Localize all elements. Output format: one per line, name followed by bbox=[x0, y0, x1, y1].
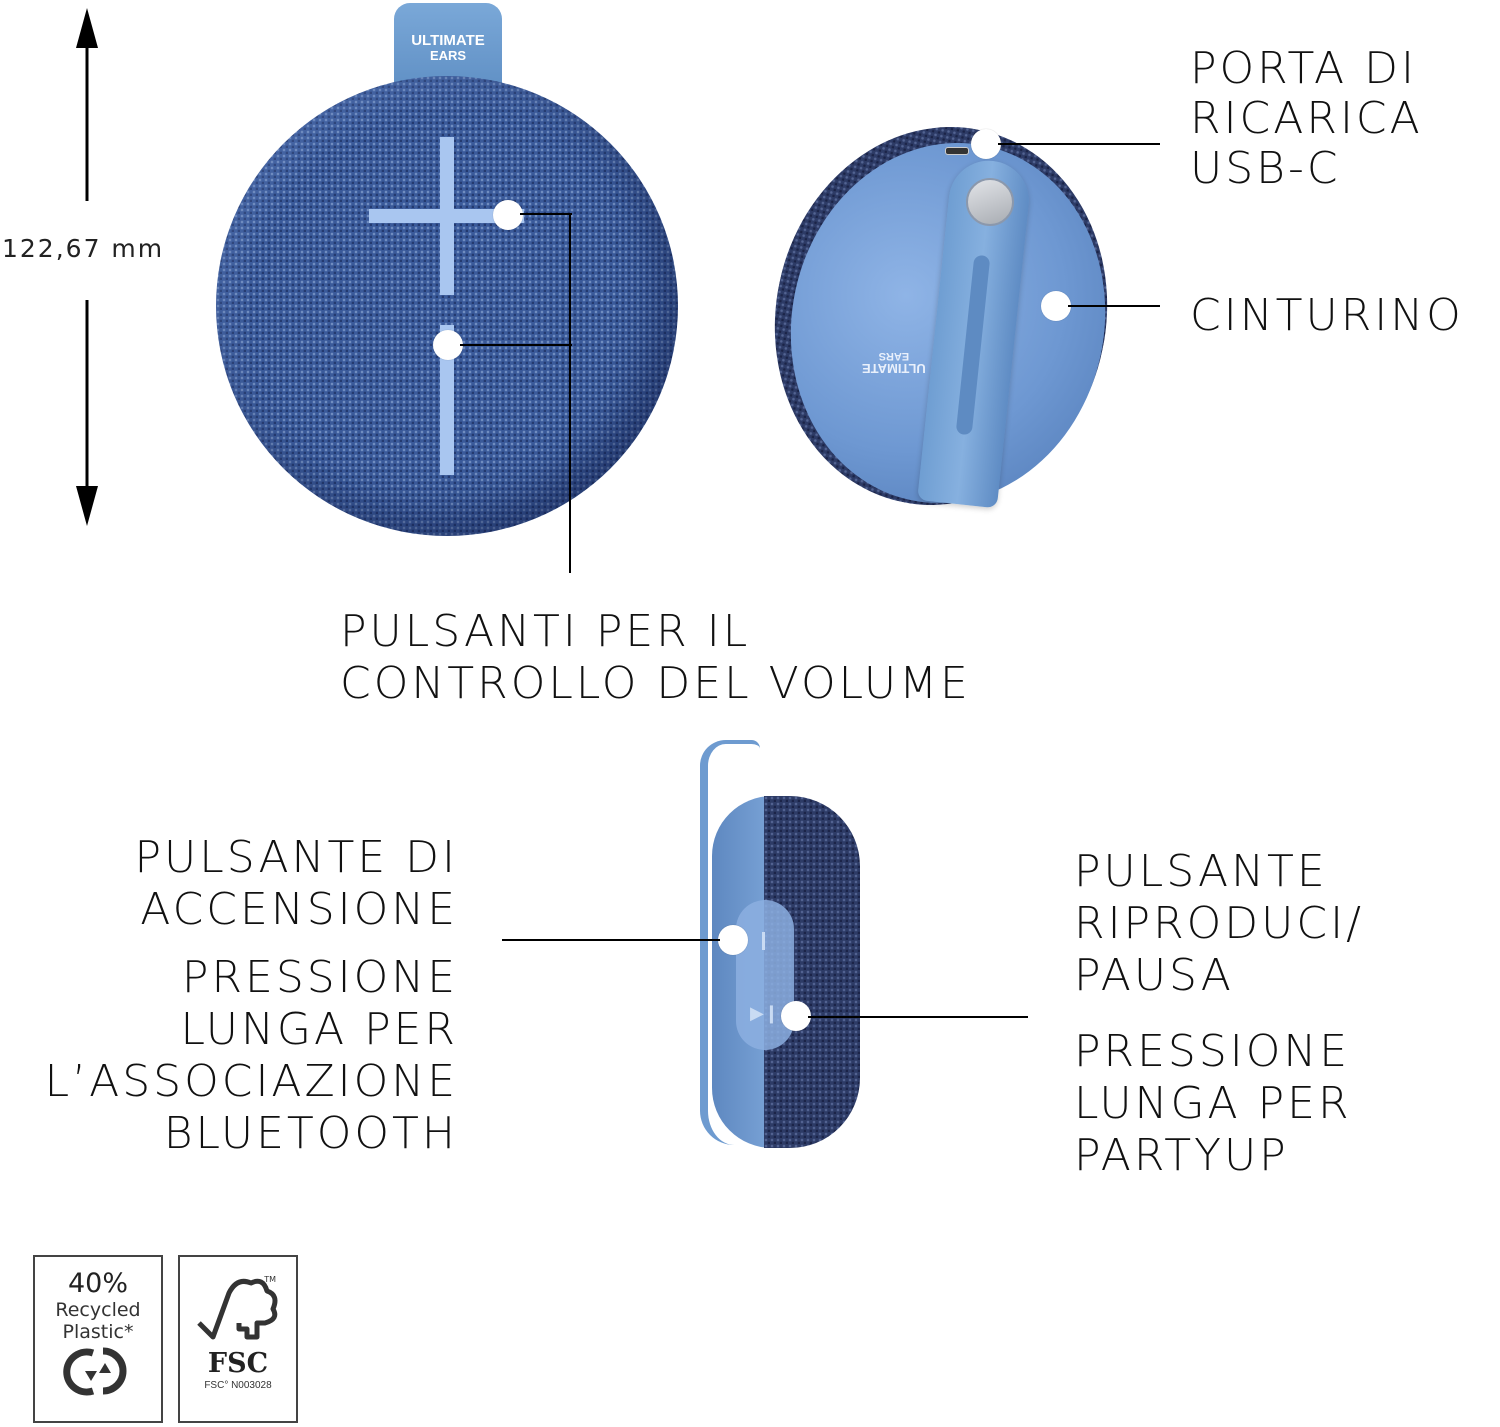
recycled-text-2: Plastic* bbox=[62, 1321, 134, 1343]
button-panel bbox=[736, 900, 794, 1050]
power-button-marker bbox=[718, 925, 748, 955]
strap-label: CINTURINO bbox=[1190, 290, 1464, 341]
volume-up-marker bbox=[493, 200, 523, 230]
fsc-badge: TM FSC FSC° N003028 bbox=[178, 1255, 298, 1423]
recycled-percent: 40% bbox=[67, 1268, 128, 1299]
usb-port-marker bbox=[971, 129, 1001, 159]
fsc-tree-check-icon bbox=[197, 1278, 278, 1340]
fsc-title: FSC bbox=[207, 1348, 269, 1379]
leader-line-volume-up bbox=[520, 213, 572, 215]
height-dimension-label: 122,67 mm bbox=[2, 234, 165, 263]
usb-port-label: PORTA DI RICARICA USB-C bbox=[1190, 43, 1423, 194]
leader-line-volume-vertical bbox=[569, 213, 571, 573]
strap-screw bbox=[966, 178, 1014, 226]
fsc-code: FSC° N003028 bbox=[204, 1380, 272, 1391]
brand-tag-text-1: ULTIMATE bbox=[411, 32, 485, 49]
play-pause-icon[interactable]: ▶❙ bbox=[750, 1003, 779, 1024]
side-strap[interactable] bbox=[700, 740, 760, 1145]
play-pause-marker bbox=[781, 1001, 811, 1031]
leader-line-play-pause bbox=[808, 1016, 1028, 1018]
leader-line-strap bbox=[1068, 305, 1160, 307]
play-pause-label: PULSANTE RIPRODUCI/ PAUSA PRESSIONE LUNG… bbox=[1074, 846, 1364, 1181]
usb-c-port[interactable] bbox=[945, 147, 969, 155]
recycled-plastic-badge: 40% Recycled Plastic* bbox=[33, 1255, 163, 1423]
arrow-up-icon bbox=[76, 8, 98, 526]
back-logo: ULTIMATE EARS bbox=[862, 350, 926, 376]
brand-tag-text-2: EARS bbox=[429, 48, 467, 63]
fsc-trademark: TM bbox=[264, 1275, 276, 1284]
volume-down-icon[interactable] bbox=[440, 325, 454, 475]
power-button-label: PULSANTE DI ACCENSIONE PRESSIONE LUNGA P… bbox=[44, 832, 458, 1159]
volume-down-marker bbox=[433, 330, 463, 360]
recycled-text-1: Recycled bbox=[55, 1299, 141, 1321]
recycle-icon bbox=[63, 1347, 127, 1396]
leader-line-power bbox=[502, 939, 720, 941]
leader-line-volume-down bbox=[460, 344, 572, 346]
strap-marker bbox=[1041, 291, 1071, 321]
leader-line-usb bbox=[998, 143, 1160, 145]
power-button-icon[interactable] bbox=[762, 932, 765, 950]
volume-buttons-label: PULSANTI PER IL CONTROLLO DEL VOLUME bbox=[340, 606, 971, 709]
